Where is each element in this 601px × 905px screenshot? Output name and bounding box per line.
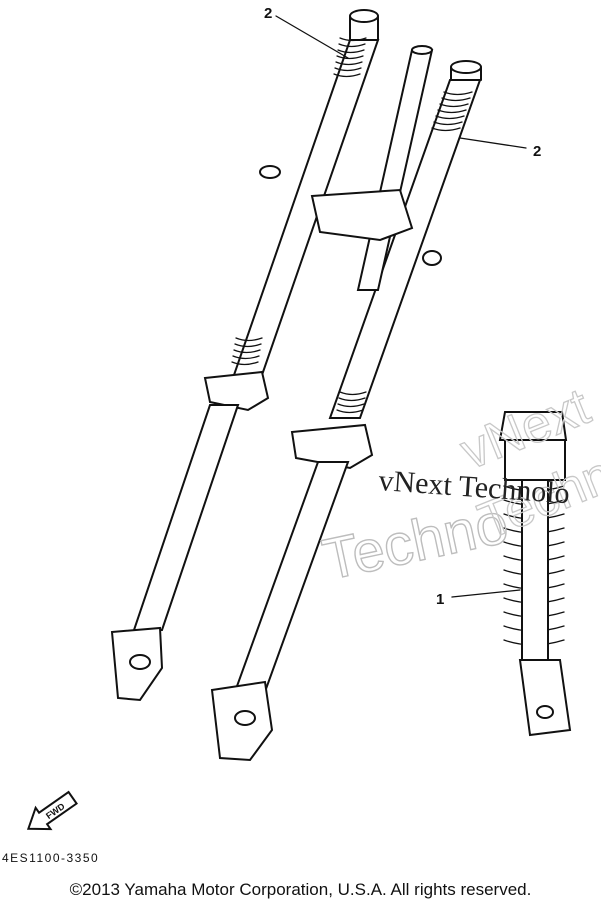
leader-line (451, 589, 521, 598)
part-code: 4ES1100-3350 (2, 851, 100, 865)
right-fork-assembly (210, 60, 482, 762)
steering-stem (259, 45, 442, 291)
leader-line (459, 137, 527, 149)
callout-number: 2 (533, 143, 541, 160)
callout-fork-spring-left: 2 (264, 5, 349, 59)
callout-number: 1 (436, 591, 444, 608)
callout-number: 2 (264, 5, 272, 22)
rear-shock-absorber (498, 411, 572, 737)
leader-line (275, 15, 349, 59)
callout-fork-spring-right: 2 (459, 137, 541, 160)
fork-spring-right-coils (431, 91, 473, 132)
copyright-notice: ©2013 Yamaha Motor Corporation, U.S.A. A… (69, 880, 532, 899)
left-fork-assembly (110, 9, 380, 702)
callout-rear-shock: 1 (436, 589, 521, 608)
fwd-arrow-icon: FWD (26, 790, 78, 831)
fork-spring-left-coils (333, 37, 367, 78)
